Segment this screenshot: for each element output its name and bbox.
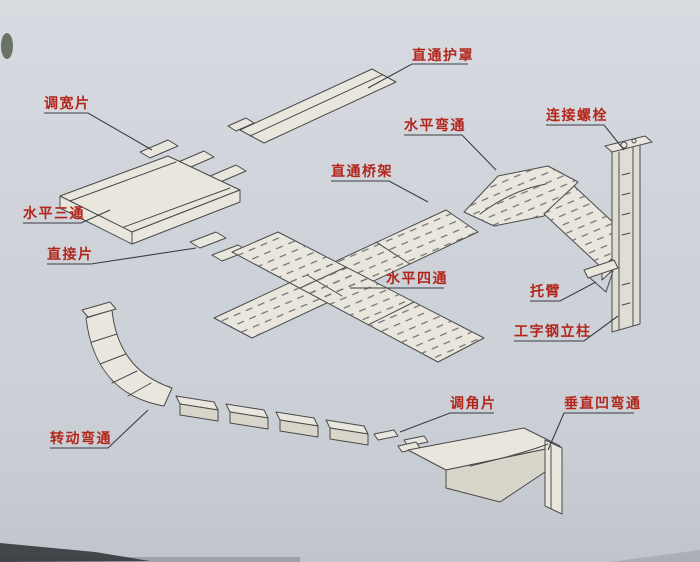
leader-horizontal-tee <box>23 209 111 224</box>
label-text-direct-connect-piece: 直接片 <box>47 246 94 262</box>
part-cover-end-tab <box>227 117 255 132</box>
label-horizontal-bend: 水平弯通 <box>404 117 497 171</box>
labels: 直通护罩 调宽片 水平弯通 连接螺栓 直通桥架 水平三通 直接片 水平四通 <box>23 47 642 451</box>
leader-direct-connect-piece <box>47 247 197 265</box>
label-text-horizontal-tee: 水平三通 <box>23 205 85 221</box>
label-text-rotating-bend: 转动弯通 <box>50 430 112 446</box>
label-ibeam-column: 工字钢立柱 <box>514 315 619 342</box>
label-support-arm: 托臂 <box>530 281 597 302</box>
leader-straight-tray <box>331 180 429 203</box>
part-support-arm <box>583 259 619 279</box>
label-text-support-arm: 托臂 <box>530 283 561 299</box>
part-straight-cover <box>239 68 397 144</box>
part-rotating-bend-flange <box>81 301 117 318</box>
part-angle-piece-1 <box>373 429 399 441</box>
leader-support-arm <box>530 281 597 302</box>
leader-ibeam-column <box>514 315 619 342</box>
leader-vertical-inside-bend <box>547 412 634 451</box>
label-text-angle-adjust-piece: 调角片 <box>450 395 497 411</box>
part-connecting-bolt <box>620 141 628 149</box>
label-direct-connect-piece: 直接片 <box>47 246 197 265</box>
part-segment-2 <box>225 403 269 430</box>
label-text-width-adjust-piece: 调宽片 <box>44 95 91 111</box>
column-slot-holes <box>621 172 631 306</box>
part-column-top-plate <box>604 135 653 153</box>
label-text-connecting-bolt: 连接螺栓 <box>546 107 608 123</box>
part-rotating-bend <box>85 309 173 407</box>
label-horizontal-tee: 水平三通 <box>23 205 111 224</box>
leader-connecting-bolt <box>546 124 625 151</box>
part-horizontal-tee-wall-left <box>59 195 133 245</box>
label-angle-adjust-piece: 调角片 <box>399 395 497 433</box>
label-vertical-inside-bend: 垂直凹弯通 <box>547 395 642 451</box>
tray-to-column-hatch <box>544 186 632 268</box>
part-segment-3 <box>275 411 319 438</box>
label-text-straight-tray: 直通桥架 <box>331 163 393 179</box>
label-text-vertical-inside-bend: 垂直凹弯通 <box>564 395 642 411</box>
leader-width-adjust-piece <box>44 112 153 151</box>
leader-rotating-bend <box>50 409 149 449</box>
part-direct-piece-1 <box>189 231 227 249</box>
label-text-horizontal-bend: 水平弯通 <box>404 117 466 133</box>
label-straight-cover: 直通护罩 <box>367 47 474 89</box>
part-width-adjust-1 <box>139 139 179 159</box>
label-straight-tray: 直通桥架 <box>331 163 429 203</box>
bend-hatch <box>464 166 578 226</box>
part-vertical-bend-wall <box>445 445 561 503</box>
label-width-adjust-piece: 调宽片 <box>44 95 153 151</box>
label-rotating-bend: 转动弯通 <box>50 409 149 449</box>
leader-angle-adjust-piece <box>399 412 494 433</box>
label-text-horizontal-cross: 水平四通 <box>386 270 448 286</box>
column-web-lines <box>618 145 634 331</box>
tee-fold-lines <box>69 161 231 228</box>
leader-straight-cover <box>367 63 468 89</box>
part-connecting-bolt-2 <box>631 138 637 144</box>
label-text-straight-cover: 直通护罩 <box>412 47 474 63</box>
drawing <box>59 68 653 515</box>
part-segment-1 <box>175 395 219 422</box>
label-connecting-bolt: 连接螺栓 <box>546 107 625 151</box>
rotating-bend-ribs <box>91 333 152 397</box>
label-text-ibeam-column: 工字钢立柱 <box>514 323 592 339</box>
leader-horizontal-bend <box>404 134 497 171</box>
part-vertical-bend-upturn <box>544 439 563 515</box>
label-horizontal-cross: 水平四通 <box>350 270 448 289</box>
cross-hatch-2 <box>232 232 484 362</box>
vertical-bend-curve <box>469 443 549 467</box>
paper-marks <box>0 33 700 562</box>
cover-fold-line <box>249 74 383 137</box>
part-segment-4 <box>325 419 369 446</box>
